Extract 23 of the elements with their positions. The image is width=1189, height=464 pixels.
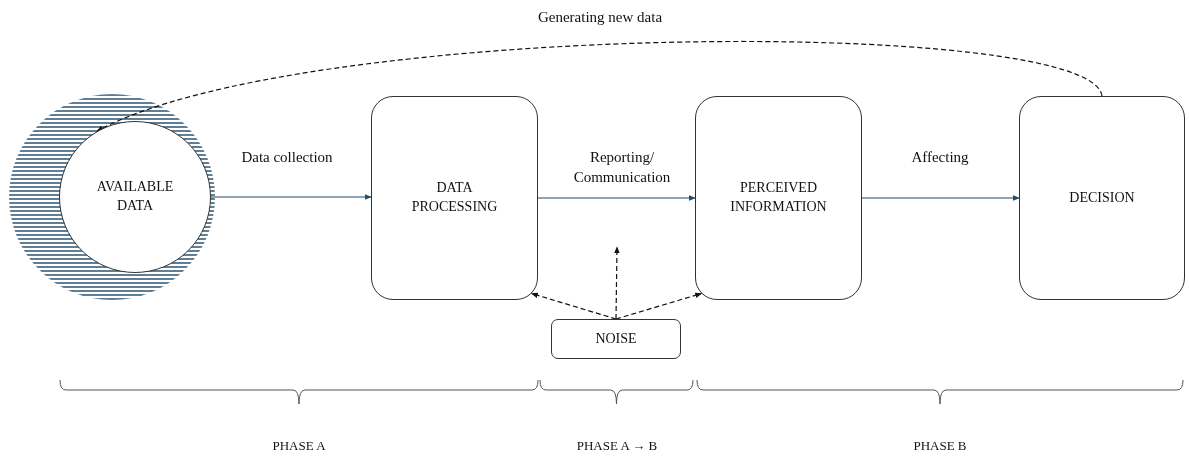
arrow [530,292,617,320]
process-box [1019,96,1185,300]
noise-box [551,319,681,359]
phase-label: PHASE B [913,438,967,454]
process-box [695,96,862,300]
arrow [537,195,696,201]
arrow [861,195,1020,201]
phase-label: PHASE A [272,438,326,454]
edge-label: Generating new data [536,8,664,27]
edge-label: Reporting/ Communication [572,148,672,187]
process-box [371,96,538,300]
node-label: NOISE [595,329,637,348]
arrow [615,292,703,320]
arrow [614,246,620,320]
node-label: DECISION [1069,188,1135,207]
node-label: DATA PROCESSING [410,179,499,216]
node-label: AVAILABLE DATA [95,178,175,215]
arrow [96,41,1103,132]
node-label: PERCEIVED INFORMATION [729,179,828,216]
edge-label: Affecting [910,148,970,167]
edge-label: Data collection [240,148,334,167]
phase-label: PHASE A → B [576,438,658,454]
arrow [210,194,372,200]
